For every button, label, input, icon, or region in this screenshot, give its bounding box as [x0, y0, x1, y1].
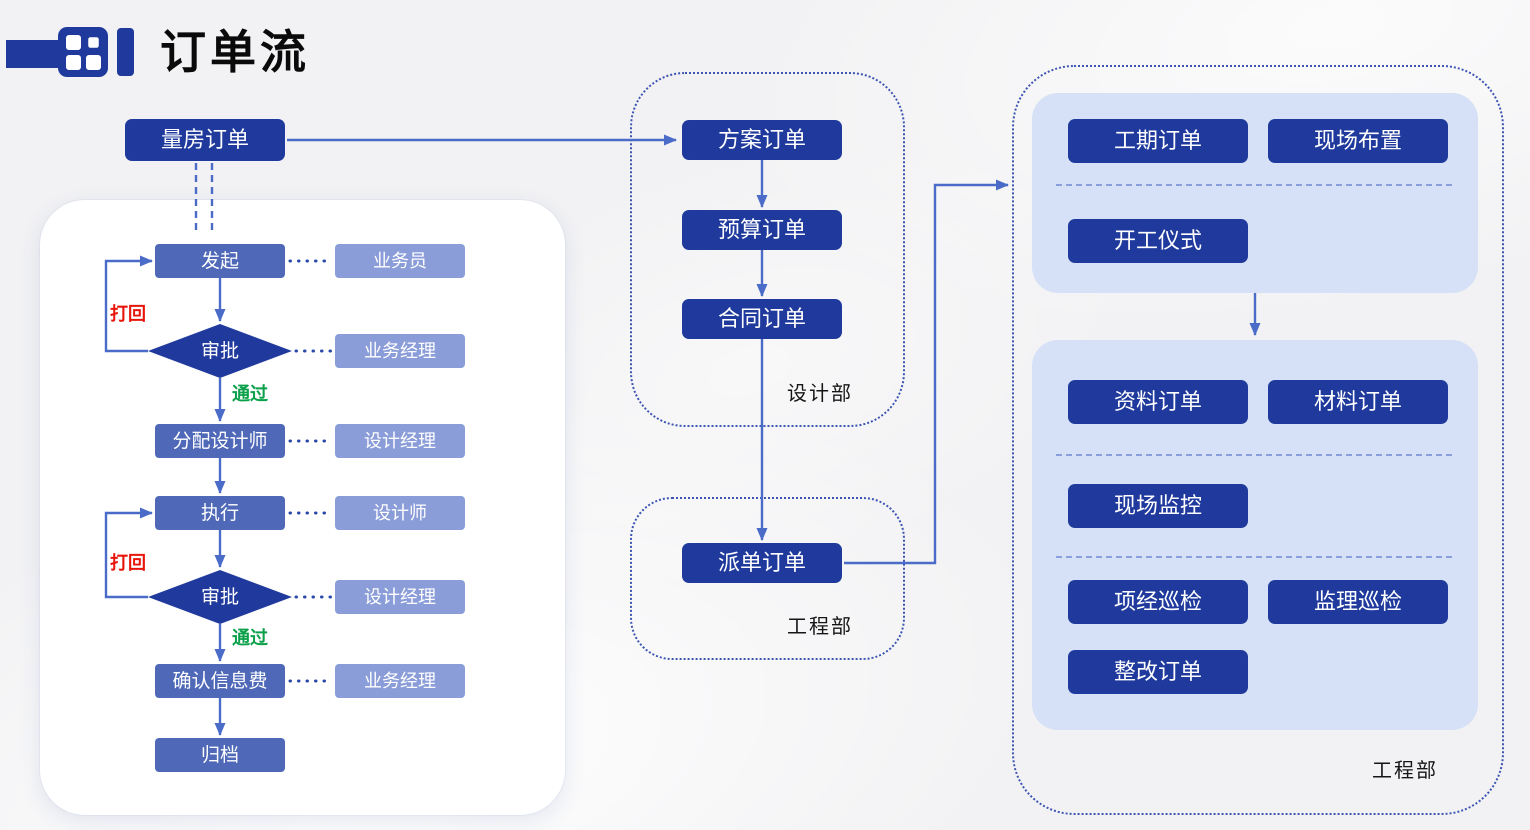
node-contract-order: 合同订单 — [682, 299, 842, 339]
node-rectification-order: 整改订单 — [1068, 650, 1248, 694]
title-bar-decor — [6, 40, 60, 68]
label-reject-1: 打回 — [110, 304, 146, 324]
node-commencement-ceremony: 开工仪式 — [1068, 219, 1248, 263]
node-material-order: 材料订单 — [1268, 380, 1448, 424]
dashboard-grid-icon — [58, 27, 108, 77]
role-salesperson: 业务员 — [335, 244, 465, 278]
node-supervision-inspection: 监理巡检 — [1268, 580, 1448, 624]
panel-divider — [1056, 184, 1452, 186]
label-reject-2: 打回 — [110, 553, 146, 573]
node-dispatch-order: 派单订单 — [682, 543, 842, 583]
node-site-layout: 现场布置 — [1268, 119, 1448, 163]
title-vbar-decor — [117, 28, 134, 76]
label-pass-2: 通过 — [232, 628, 268, 648]
engineering-group — [1012, 65, 1504, 815]
step-initiate: 发起 — [155, 244, 285, 278]
page-title: 订单流 — [160, 27, 310, 78]
panel-divider — [1056, 556, 1452, 558]
approval-flow-card — [40, 200, 565, 815]
step-execute: 执行 — [155, 496, 285, 530]
role-design-manager-2: 设计经理 — [335, 580, 465, 614]
role-design-manager-1: 设计经理 — [335, 424, 465, 458]
node-plan-order: 方案订单 — [682, 120, 842, 160]
role-business-manager-1: 业务经理 — [335, 334, 465, 368]
step-assign-designer: 分配设计师 — [155, 424, 285, 458]
role-business-manager-2: 业务经理 — [335, 664, 465, 698]
node-site-monitoring: 现场监控 — [1068, 484, 1248, 528]
node-document-order: 资料订单 — [1068, 380, 1248, 424]
panel-divider — [1056, 454, 1452, 456]
dispatch-dept-label: 工程部 — [787, 616, 853, 638]
engineering-dept-label: 工程部 — [1372, 760, 1438, 782]
role-designer: 设计师 — [335, 496, 465, 530]
node-schedule-order: 工期订单 — [1068, 119, 1248, 163]
step-confirm-info-fee: 确认信息费 — [155, 664, 285, 698]
node-measure-order: 量房订单 — [125, 119, 285, 161]
step-archive: 归档 — [155, 738, 285, 772]
label-pass-1: 通过 — [232, 384, 268, 404]
dispatch-group — [630, 497, 905, 660]
node-budget-order: 预算订单 — [682, 210, 842, 250]
node-pm-inspection: 项经巡检 — [1068, 580, 1248, 624]
design-dept-label: 设计部 — [787, 383, 853, 405]
